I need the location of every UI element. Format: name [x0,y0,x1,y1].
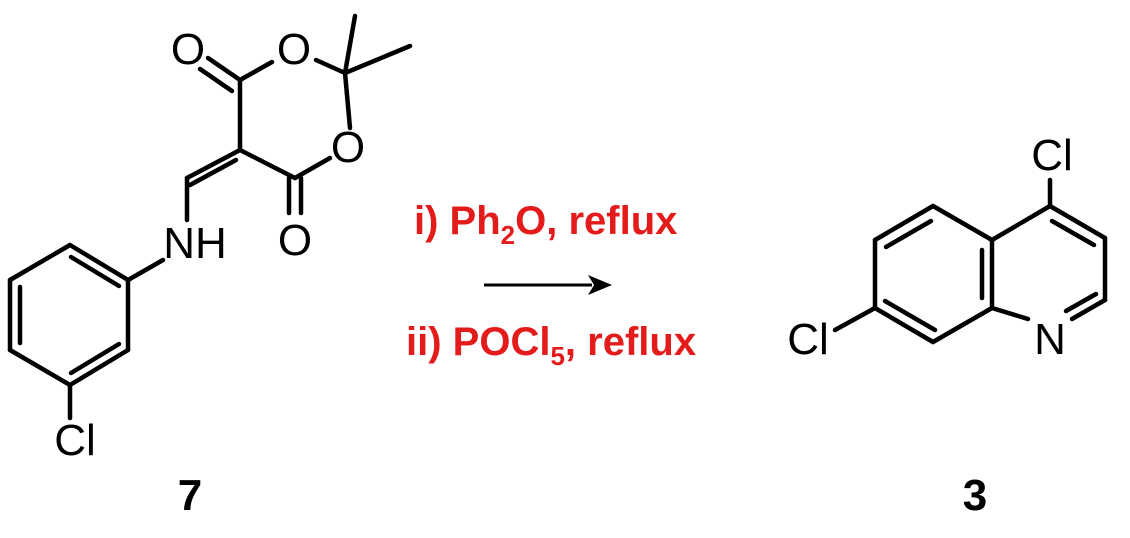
product-3: Cl Cl N 3 [787,131,1108,520]
compound-label-7: 7 [178,471,202,520]
bond [187,157,239,188]
bond [342,13,358,76]
bond [7,347,73,388]
bond [883,218,934,250]
atom-nh: NH [163,219,227,268]
bond [930,203,995,243]
condition-step-2: ii) POCl5, reflux [406,320,696,371]
bond [205,55,243,83]
bond [989,203,1053,243]
bond [1049,218,1097,248]
bond [989,305,1031,322]
bond [68,341,122,376]
bond [342,70,353,131]
bond [832,305,878,333]
bond [125,257,166,283]
bond [67,242,131,283]
condition-step-1: i) Ph2O, reflux [414,199,677,250]
bond [1069,297,1108,322]
atom-o-ring-right: O [331,123,365,172]
bond [872,203,936,243]
bond [292,155,333,181]
bond [1063,291,1099,314]
atom-n: N [1034,315,1066,364]
bond [1047,203,1108,241]
compound-label-3: 3 [963,471,987,520]
arrow-head [588,275,612,295]
bond [68,254,122,289]
bond [872,305,936,345]
bond [184,147,243,181]
bond [882,298,938,333]
atom-o-carbonyl-top: O [171,25,205,74]
atom-cl-left: Cl [787,315,829,364]
bond [237,59,275,83]
bond [197,66,235,94]
bond [342,43,413,76]
bond [313,57,348,76]
atom-cl-top: Cl [1031,131,1073,180]
bond [237,147,298,181]
atom-o-ring-top: O [277,25,311,74]
bond [930,305,995,345]
bond [7,242,73,283]
atom-cl: Cl [54,416,96,465]
bond [67,347,131,388]
reaction-conditions: i) Ph2O, reflux ii) POCl5, reflux [406,199,696,371]
atom-o-carbonyl-bottom: O [278,216,312,265]
starting-material-7: O O O O NH Cl 7 [7,13,413,520]
